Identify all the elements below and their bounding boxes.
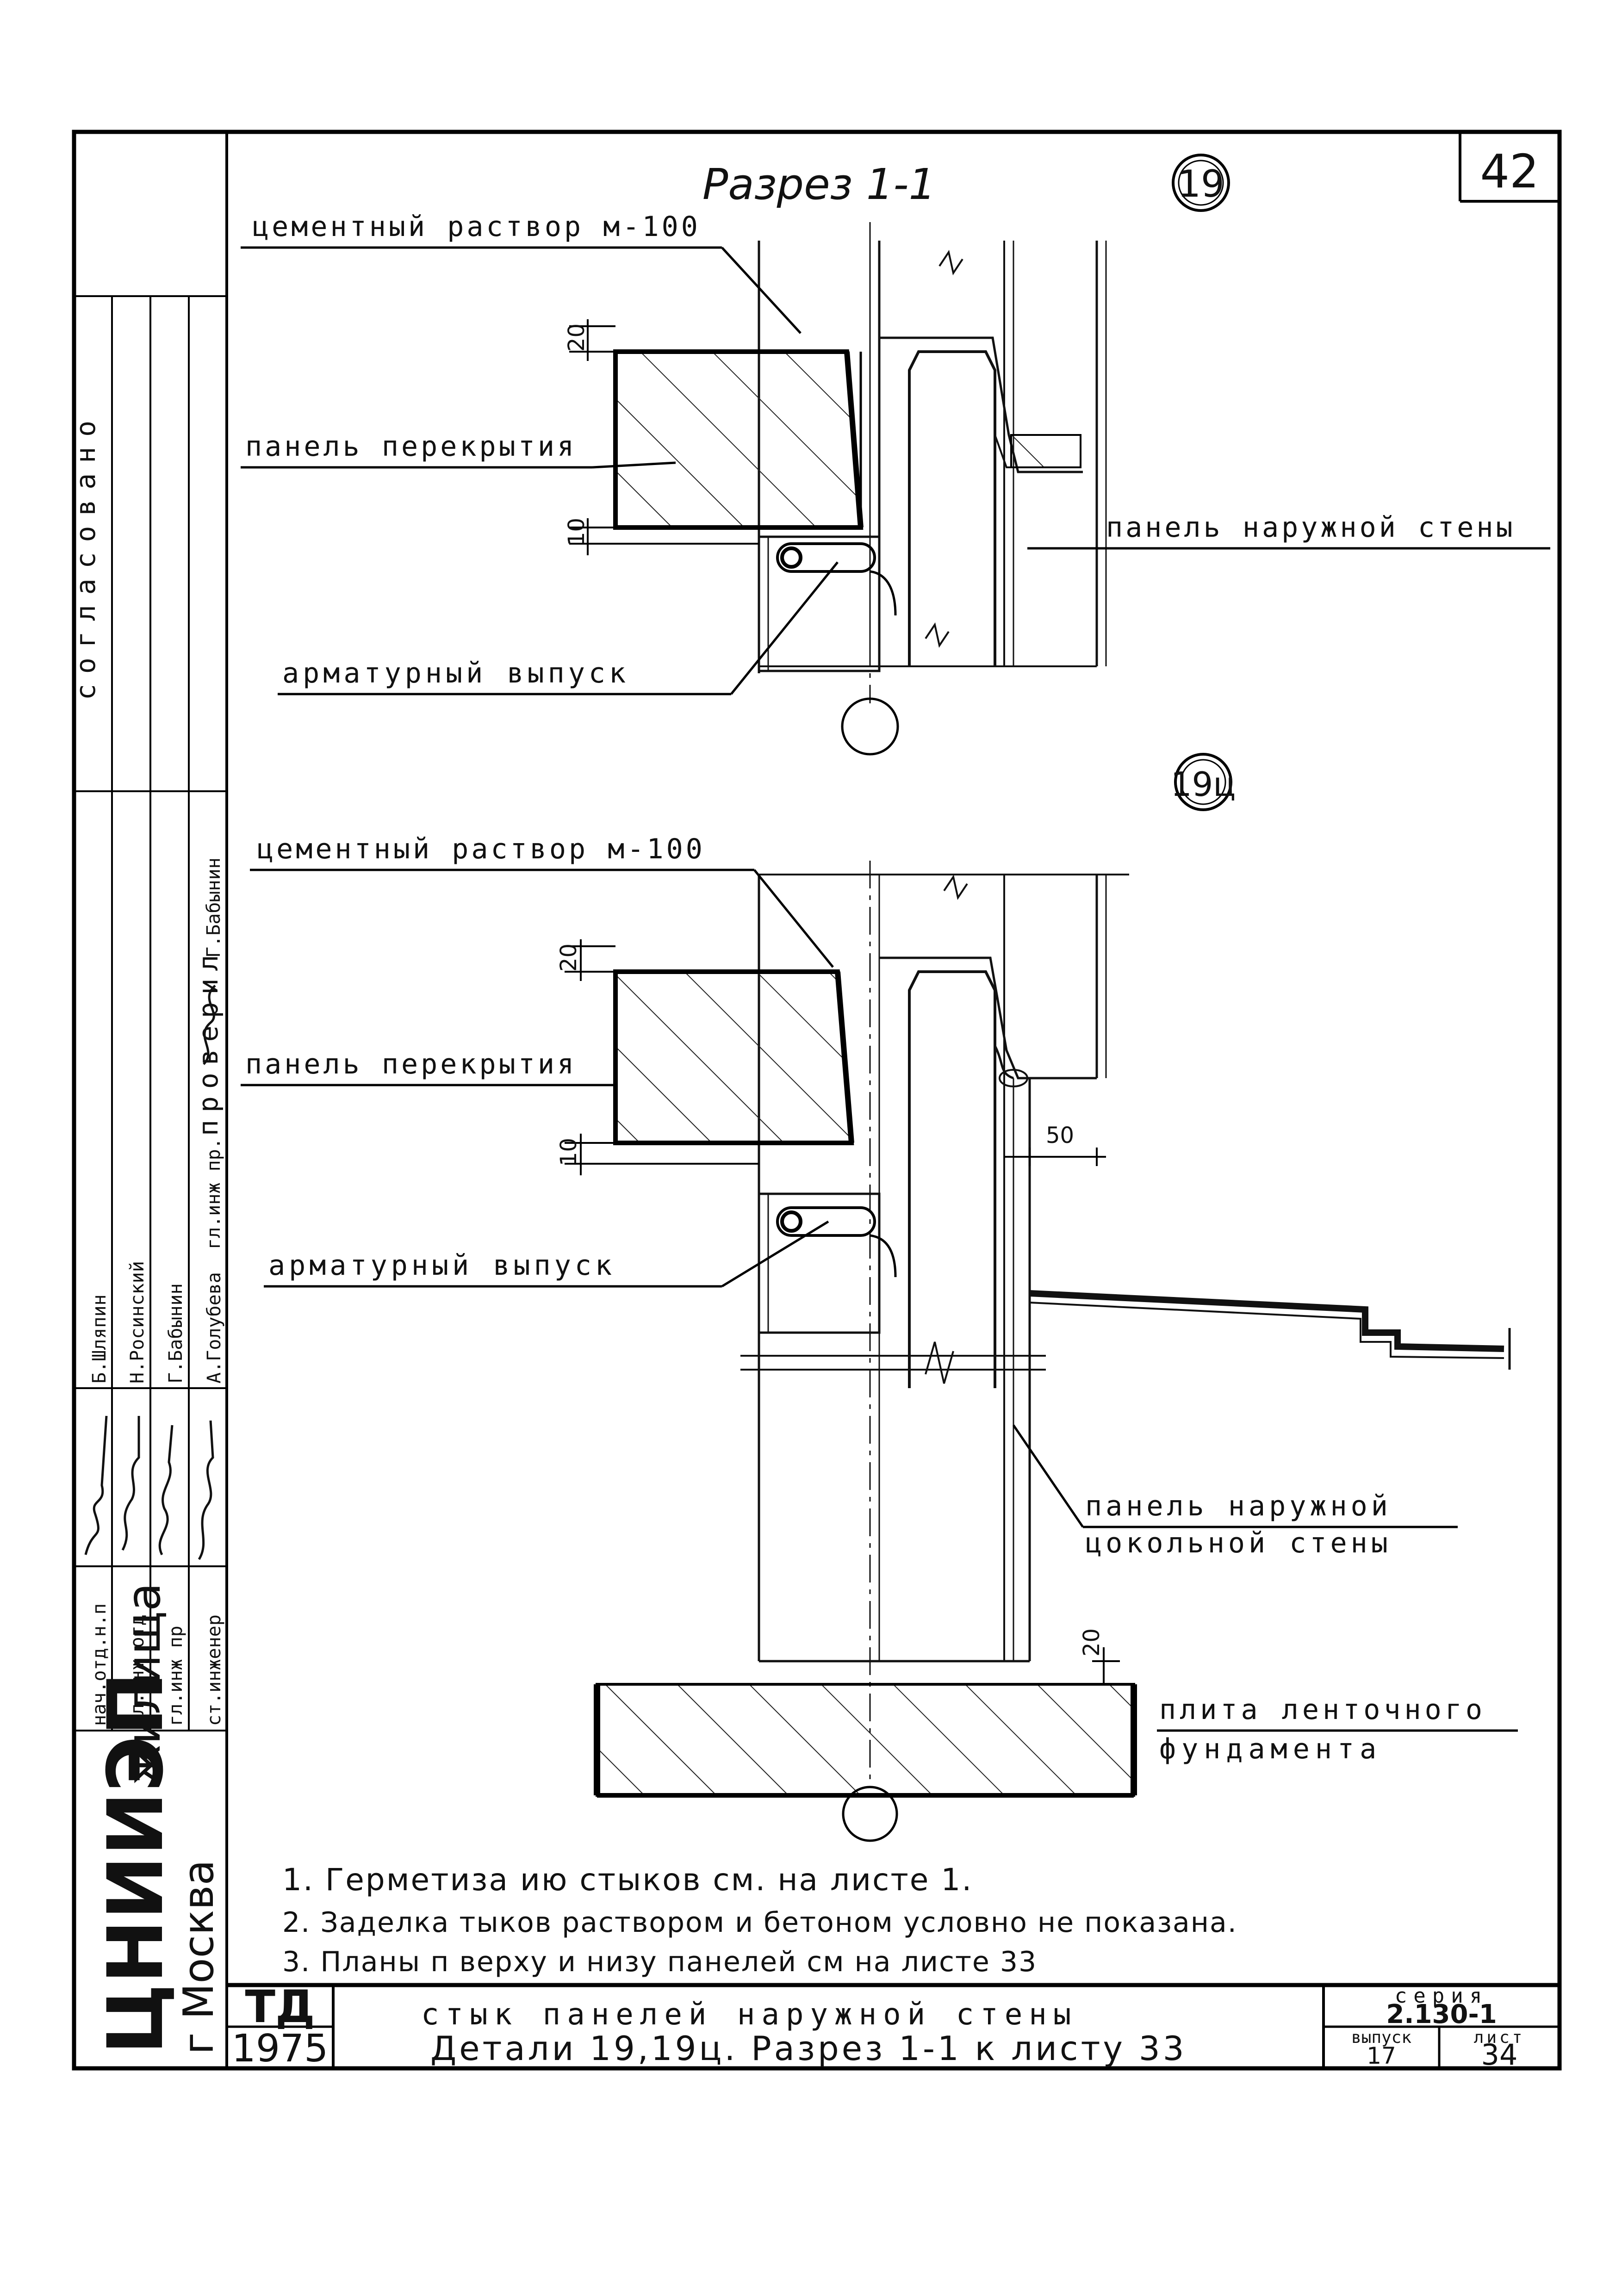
doc-title-line1: стык панелей наружной стены [421,1998,1077,2032]
axis-bubble-2 [842,1786,898,1842]
rebar-outlet-2 [776,1206,897,1278]
sheet-label: лист [1474,2028,1525,2047]
role-3: гл.инж пр [165,1626,186,1726]
dim-top-1: 20 [564,323,590,352]
sheet-value: 34 [1481,2038,1518,2072]
wall-section-1 [758,222,1107,703]
label-slab-1: панель перекрытия [245,430,577,463]
name-2: Н.Росинский [127,1261,148,1384]
wall-section-2 [740,861,1511,1786]
name-1: Б.Шляпин [89,1294,110,1384]
label-plinth-1: панель наружной [1085,1490,1392,1522]
label-cement-1: цементный раствор м-100 [252,211,701,243]
dim-50: 50 [1046,1123,1074,1148]
label-cement-2: цементный раствор м-100 [257,833,705,865]
foundation-slab [594,1683,1137,1798]
checked-label: проверил [193,948,224,1136]
label-rebar-1: арматурный выпуск [282,657,629,689]
approved-label: согласовано [70,410,101,700]
rebar-outlet-1 [776,542,897,616]
label-wall-1: панель наружной стены [1106,511,1516,544]
staff-roles: нач.отд.н.п гл.инж отд гл.инж пр ст.инже… [89,1603,225,1726]
name-3: Г.Бабынин [165,1283,186,1384]
series-value: 2.130-1 [1386,1999,1497,2029]
signatures [84,985,216,1560]
label-plinth-2: цокольной стены [1085,1527,1392,1559]
floor-slab-2 [613,969,854,1145]
series-label: серия [1395,1984,1488,2008]
left-strip-grid [74,295,227,1731]
dim-top-2: 20 [556,943,582,972]
org-city: г Москва [174,1860,223,2054]
sheet-number-top: 42 [1480,144,1539,199]
label-found-2: фундамента [1159,1733,1382,1765]
title-block-grid [227,1983,1560,2068]
leaders-2 [241,869,1518,1732]
floor-slab-1 [613,349,864,530]
role-4: ст.инженер [204,1614,225,1726]
org-main: ЦНИИЭП [91,1672,180,2054]
detail-mark-19: 19 [1172,154,1230,212]
note-2: 2. Заделка тыков раствором и бетоном усл… [282,1906,1237,1939]
note-3: 3. Планы п верху и низу панелей см на ли… [282,1946,1037,1978]
issue-value: 17 [1367,2042,1396,2069]
detail-mark-19c: 19ц [1171,753,1236,811]
section-title: Разрез 1-1 [702,160,936,209]
checked-role: гл.инж пр. [203,1138,224,1249]
detail-mark-19-text: 19 [1177,162,1224,205]
dimensions-2 [565,939,1120,1684]
role-2: гл.инж отд [127,1614,148,1726]
sheet-frame [72,130,1562,2071]
issue-label: выпуск [1351,2028,1411,2047]
name-4: А.Голубева [204,1272,225,1384]
detail-mark-19c-text: 19ц [1171,765,1236,804]
label-found-1: плита ленточного [1159,1694,1486,1726]
dim-bottom-2: 10 [556,1138,582,1166]
note-1: 1. Герметиза ию стыков см. на листе 1. [282,1862,973,1898]
dim-bottom-1: 10 [564,518,590,546]
doc-code: ТД [245,1981,315,2033]
doc-year: 1975 [232,2027,329,2071]
staff-names: Б.Шляпин Н.Росинский Г.Бабынин А.Голубев… [89,1261,225,1384]
leaders-1 [241,246,1550,695]
label-rebar-2: арматурный выпуск [268,1249,615,1282]
axis-bubble-1 [841,697,899,756]
role-1: нач.отд.н.п [89,1603,110,1726]
doc-title-line2: Детали 19,19ц. Разрез 1-1 к листу 33 [430,2029,1187,2068]
label-slab-2: панель перекрытия [245,1048,577,1080]
checked-name: Г.Бабынин [203,857,224,958]
dim-found: 20 [1079,1628,1105,1657]
notes: 1. Герметиза ию стыков см. на листе 1. 2… [282,1862,1237,1978]
org-sub: жилища [117,1583,171,1786]
dimensions-1 [569,319,759,555]
